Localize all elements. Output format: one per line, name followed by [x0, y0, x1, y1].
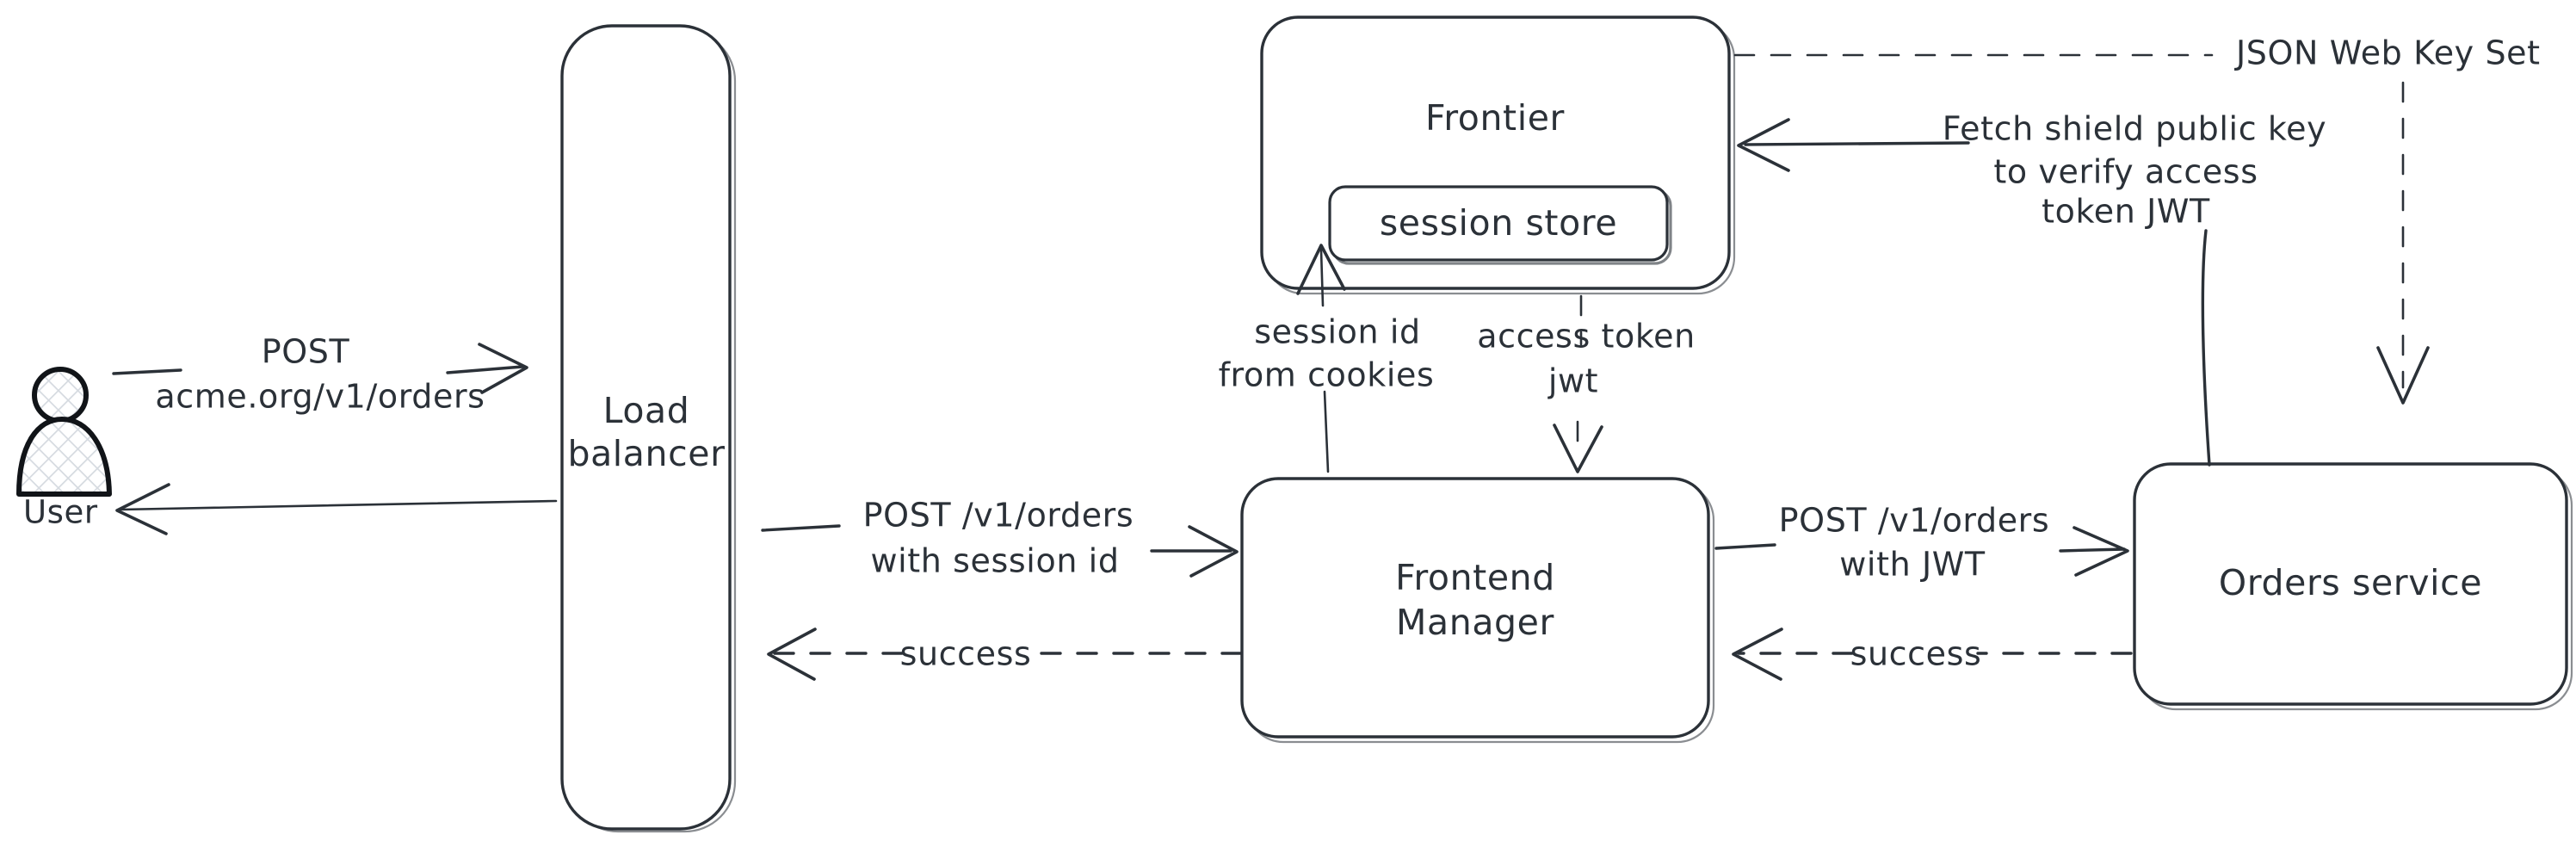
edge-fm-to-orders-stub — [1714, 543, 1776, 550]
edge-user-to-lb-label-line2: acme.org/v1/orders — [155, 378, 485, 416]
edge-fm-to-lb-arrowhead — [767, 628, 817, 681]
node-orders-service-label: Orders service — [2219, 562, 2482, 603]
edge-frontier-to-fm-arrowhead — [1553, 424, 1603, 473]
node-session-store[interactable]: session store — [1328, 185, 1672, 265]
edge-fm-to-lb-label: success — [900, 635, 1032, 673]
node-frontend-manager-label-line1: Frontend — [1395, 557, 1555, 598]
edge-user-to-lb[interactable]: POST acme.org/v1/orders — [112, 333, 528, 416]
edge-frontier-to-fm-label-line1: access token — [1477, 318, 1696, 355]
edge-lb-to-fm-label-line1: POST /v1/orders — [863, 497, 1134, 535]
edge-fm-to-lb[interactable]: success — [767, 628, 1243, 681]
edge-fm-to-orders-label-line1: POST /v1/orders — [1779, 502, 2050, 540]
node-load-balancer-label-line2: balancer — [567, 433, 725, 474]
node-user-label: User — [23, 494, 98, 531]
edge-orders-to-fm[interactable]: success — [1732, 628, 2133, 681]
node-frontend-manager[interactable]: Frontend Manager — [1240, 477, 1715, 744]
frontend-manager-box — [1240, 477, 1710, 739]
edge-user-to-lb-arrowhead — [478, 343, 528, 394]
edge-user-to-lb-line — [112, 368, 182, 375]
edge-lb-to-fm-arrowhead — [1188, 525, 1239, 578]
edge-fm-to-frontier-line-upper — [1319, 248, 1325, 307]
node-load-balancer-label-line1: Load — [603, 390, 690, 431]
edge-orders-to-frontier-label-line3: token JWT — [2042, 193, 2210, 231]
edge-fm-to-orders[interactable]: POST /v1/orders with JWT — [1714, 502, 2129, 584]
edge-lb-to-fm-label-line2: with session id — [870, 542, 1119, 580]
session-store-box — [1328, 185, 1669, 262]
edge-fm-to-frontier-label-line1: session id — [1254, 313, 1420, 351]
edge-fm-to-frontier-label-line2: from cookies — [1219, 356, 1435, 394]
node-frontier[interactable]: Frontier session store — [1260, 15, 1736, 295]
node-user[interactable]: User — [16, 367, 112, 531]
edge-lb-to-user[interactable] — [115, 483, 558, 535]
edge-frontier-to-orders[interactable]: JSON Web Key Set — [1733, 34, 2541, 405]
node-frontier-label: Frontier — [1425, 97, 1565, 139]
edge-fm-to-frontier-line-lower — [1323, 390, 1330, 473]
node-orders-service[interactable]: Orders service — [2133, 462, 2573, 711]
node-session-store-label: session store — [1380, 202, 1617, 244]
edge-user-to-lb-label-line1: POST — [262, 333, 350, 371]
edge-orders-to-frontier-riser — [2201, 229, 2211, 467]
edge-fm-to-frontier[interactable]: session id from cookies — [1219, 244, 1435, 473]
user-head-icon — [32, 367, 89, 424]
edge-fm-to-frontier-arrowhead — [1296, 244, 1346, 295]
node-frontend-manager-label-line2: Manager — [1396, 602, 1554, 643]
edge-fm-to-orders-arrowhead — [2073, 526, 2129, 577]
edge-orders-to-frontier[interactable]: Fetch shield public key to verify access… — [1737, 110, 2326, 467]
edge-orders-to-frontier-label-line2: to verify access — [1993, 153, 2258, 191]
edge-lb-to-fm-stub — [761, 524, 841, 532]
edge-lb-to-fm[interactable]: POST /v1/orders with session id — [761, 497, 1239, 580]
node-load-balancer[interactable]: Load balancer — [560, 24, 737, 833]
edge-orders-to-fm-arrowhead — [1732, 628, 1783, 681]
edge-frontier-to-fm[interactable]: access token jwt — [1477, 294, 1696, 473]
edge-orders-to-frontier-arrowhead — [1737, 118, 1790, 172]
user-body-icon — [16, 417, 112, 497]
edge-user-to-lb-line2 — [446, 365, 524, 374]
edge-fm-to-orders-line — [2059, 547, 2126, 553]
load-balancer-box — [560, 24, 732, 831]
edge-frontier-to-fm-label-line2: jwt — [1547, 362, 1598, 400]
edge-orders-to-fm-label: success — [1850, 635, 1982, 673]
edge-fm-to-orders-label-line2: with JWT — [1839, 546, 1986, 584]
edge-frontier-to-orders-label: JSON Web Key Set — [2234, 34, 2541, 72]
orders-service-box — [2133, 462, 2568, 706]
edge-lb-to-user-arrowhead — [115, 483, 170, 535]
edge-orders-to-frontier-label-line1: Fetch shield public key — [1943, 110, 2326, 148]
edge-lb-to-user-line — [119, 499, 558, 511]
edge-orders-to-frontier-line — [1744, 141, 1970, 146]
edge-frontier-to-orders-arrowhead — [2376, 346, 2430, 405]
